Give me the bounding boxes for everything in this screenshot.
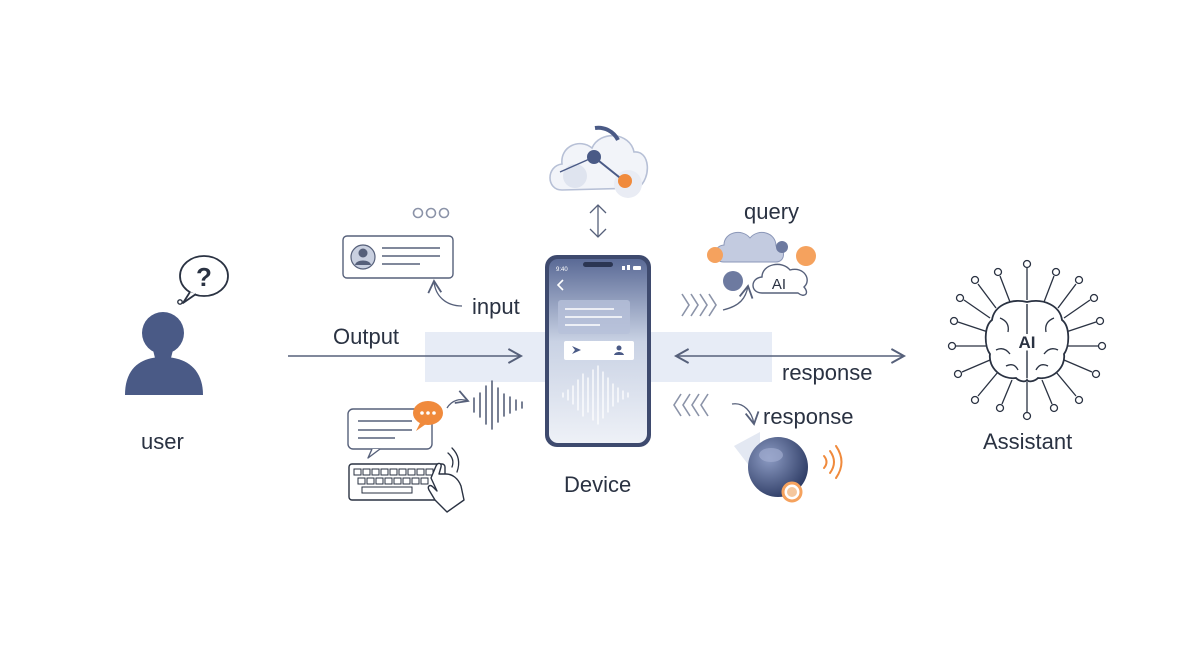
response-curve-arrow — [732, 404, 754, 424]
question-bubble-icon: ? — [178, 256, 228, 304]
label-assistant: Assistant — [983, 431, 1072, 453]
query-cloud-cluster-icon: AI — [707, 232, 816, 295]
chevrons-left-icon — [674, 394, 708, 416]
label-output: Output — [333, 326, 399, 348]
voice-waveform-icon — [474, 381, 522, 429]
globe-speaker-icon — [734, 432, 808, 501]
label-user: user — [141, 431, 184, 453]
cloud-ai-label: AI — [772, 276, 786, 293]
label-query: query — [744, 201, 799, 223]
phone-device: 9:40 — [545, 255, 651, 447]
flow-band-left — [425, 332, 547, 382]
label-response-main: response — [782, 362, 873, 384]
cloud-sync-arrow — [590, 205, 606, 237]
cloud-network-icon — [550, 128, 647, 198]
chevrons-right-icon — [682, 294, 716, 316]
keyboard-icon — [349, 464, 445, 500]
typing-hand-icon — [428, 463, 464, 512]
phone-user-icon[interactable] — [617, 346, 622, 351]
flow-band-right — [650, 332, 772, 382]
brain-ai-label: AI — [1019, 333, 1036, 352]
phone-action-bar[interactable] — [564, 341, 634, 360]
typing-dots-icon — [414, 209, 449, 218]
sound-waves-icon — [824, 446, 842, 478]
label-response-lower: response — [763, 406, 854, 428]
question-mark: ? — [196, 262, 212, 292]
user-icon — [125, 312, 203, 395]
chat-to-wave-arrow — [447, 400, 468, 408]
message-card-icon — [343, 236, 453, 278]
input-curve-arrow — [434, 281, 462, 306]
phone-status-time: 9:40 — [556, 267, 568, 273]
signal-waves-icon — [448, 448, 459, 472]
label-input: input — [472, 296, 520, 318]
label-device: Device — [564, 474, 631, 496]
